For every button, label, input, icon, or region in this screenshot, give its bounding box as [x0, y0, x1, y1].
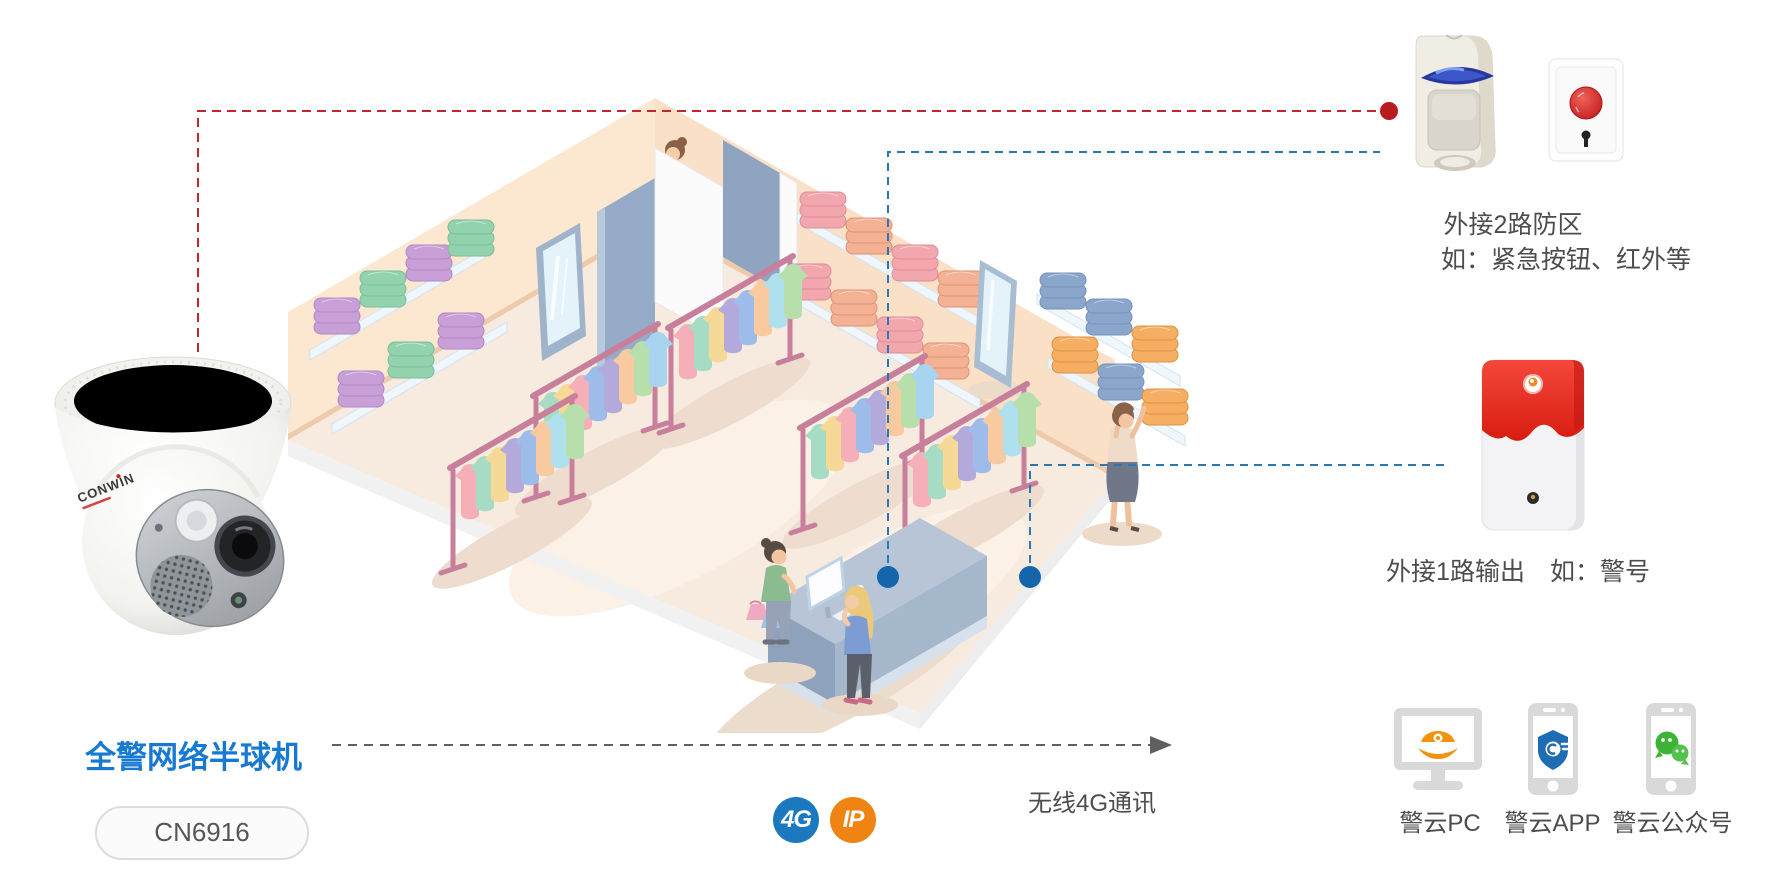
zone-line-endpoint-dot — [1380, 102, 1398, 120]
zones-subtitle-label: 如：紧急按钮、红外等 — [1440, 246, 1691, 274]
badge-4g: 4G — [773, 797, 819, 843]
cashier-monitor — [805, 555, 846, 612]
product-name-label: 全警网络半球机 — [85, 740, 302, 775]
cloud-wechat-label: 警云公众号 — [1612, 810, 1733, 837]
output-label: 外接1路输出 如：警号 — [1386, 558, 1650, 586]
emergency-button-image — [1548, 58, 1624, 162]
store-illustration — [288, 98, 1189, 733]
wireless-comm-label: 无线4G通讯 — [1027, 790, 1156, 817]
model-badge: CN6916 — [95, 806, 309, 860]
badge-ip: IP — [830, 797, 876, 843]
cloud-pc-label: 警云PC — [1399, 810, 1481, 837]
zones-title-label: 外接2路防区 — [1443, 211, 1583, 239]
wireless-arrow-head — [1150, 736, 1172, 754]
phone-shield-icon — [1528, 703, 1578, 795]
cloud-app-label: 警云APP — [1504, 810, 1601, 837]
phone-wechat-icon — [1646, 703, 1696, 795]
dome-camera-image: CONWIN — [54, 356, 292, 635]
pir-motion-sensor-image — [1415, 34, 1496, 171]
cashier-figure — [822, 585, 898, 716]
pc-monitor-police-icon — [1394, 708, 1482, 790]
customer-figure — [744, 538, 816, 684]
alarm-siren-image — [1481, 359, 1585, 531]
